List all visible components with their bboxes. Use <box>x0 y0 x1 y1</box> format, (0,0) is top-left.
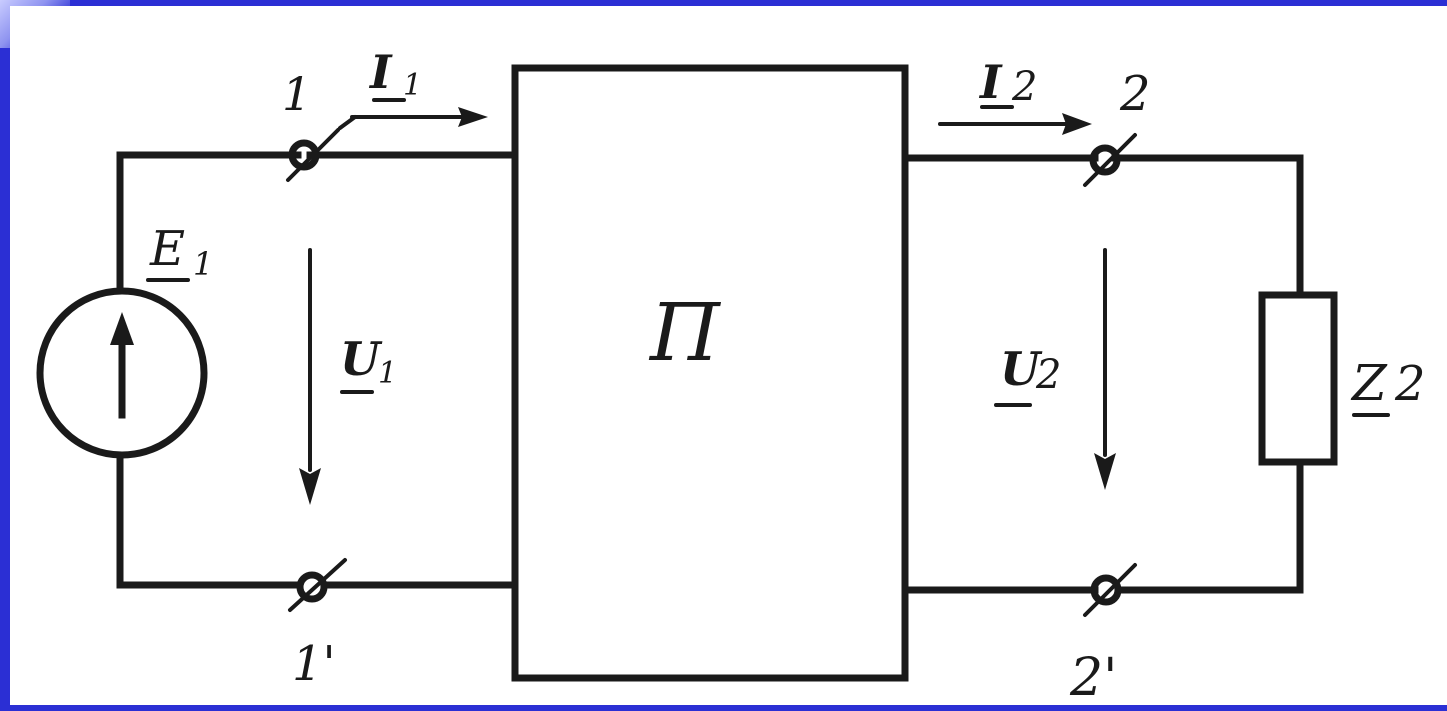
right-top-wire-to-load <box>1111 154 1304 299</box>
svg-text:Z: Z <box>1350 354 1388 412</box>
terminal-2: 2 <box>1083 66 1151 187</box>
voltage-out-arrowhead-icon <box>1094 453 1116 490</box>
voltage-source <box>36 287 208 459</box>
current-in-arrow: I 1 <box>350 45 488 127</box>
terminal-1-prime: 1' <box>288 558 347 692</box>
current-in-label: I <box>368 45 393 99</box>
voltage-out-arrow: U 2 <box>994 248 1116 490</box>
svg-text:2: 2 <box>1035 352 1061 398</box>
two-port-label: П <box>648 286 722 379</box>
current-out-arrowhead-icon <box>1062 113 1092 135</box>
source-arrow-head-icon <box>110 312 134 345</box>
current-out-label: I <box>978 55 1003 109</box>
terminal-1-label: 1 <box>282 67 311 121</box>
current-in-arrowhead-icon <box>458 107 488 127</box>
terminal-2-label: 2 <box>1119 66 1151 122</box>
left-top-wire <box>116 151 302 294</box>
two-port-block <box>511 64 909 682</box>
voltage-in-arrowhead-icon <box>299 468 321 505</box>
svg-text:E: E <box>149 221 185 277</box>
svg-text:1: 1 <box>403 68 422 103</box>
terminal-1-prime-label: 1' <box>292 636 336 692</box>
load-label: Z 2 <box>1350 354 1426 417</box>
source-circle <box>36 287 208 459</box>
left-bottom-wire <box>116 456 304 589</box>
svg-text:1: 1 <box>378 356 397 391</box>
terminal-2-prime-label: 2' <box>1069 648 1117 708</box>
voltage-out-label: U <box>1000 342 1043 396</box>
load-impedance <box>1258 291 1338 466</box>
svg-text:1: 1 <box>193 245 213 283</box>
current-out-arrow: I 2 <box>938 55 1092 135</box>
voltage-in-arrow: U 1 <box>299 248 397 505</box>
svg-text:2: 2 <box>1011 64 1037 110</box>
voltage-in-label: U <box>340 332 383 386</box>
terminal-1: 1 <box>282 67 357 182</box>
source-label: E 1 <box>146 221 213 283</box>
svg-text:2: 2 <box>1394 356 1426 412</box>
terminal-2-prime: 2' <box>1069 563 1137 708</box>
right-bottom-wire-to-load <box>1114 458 1304 594</box>
